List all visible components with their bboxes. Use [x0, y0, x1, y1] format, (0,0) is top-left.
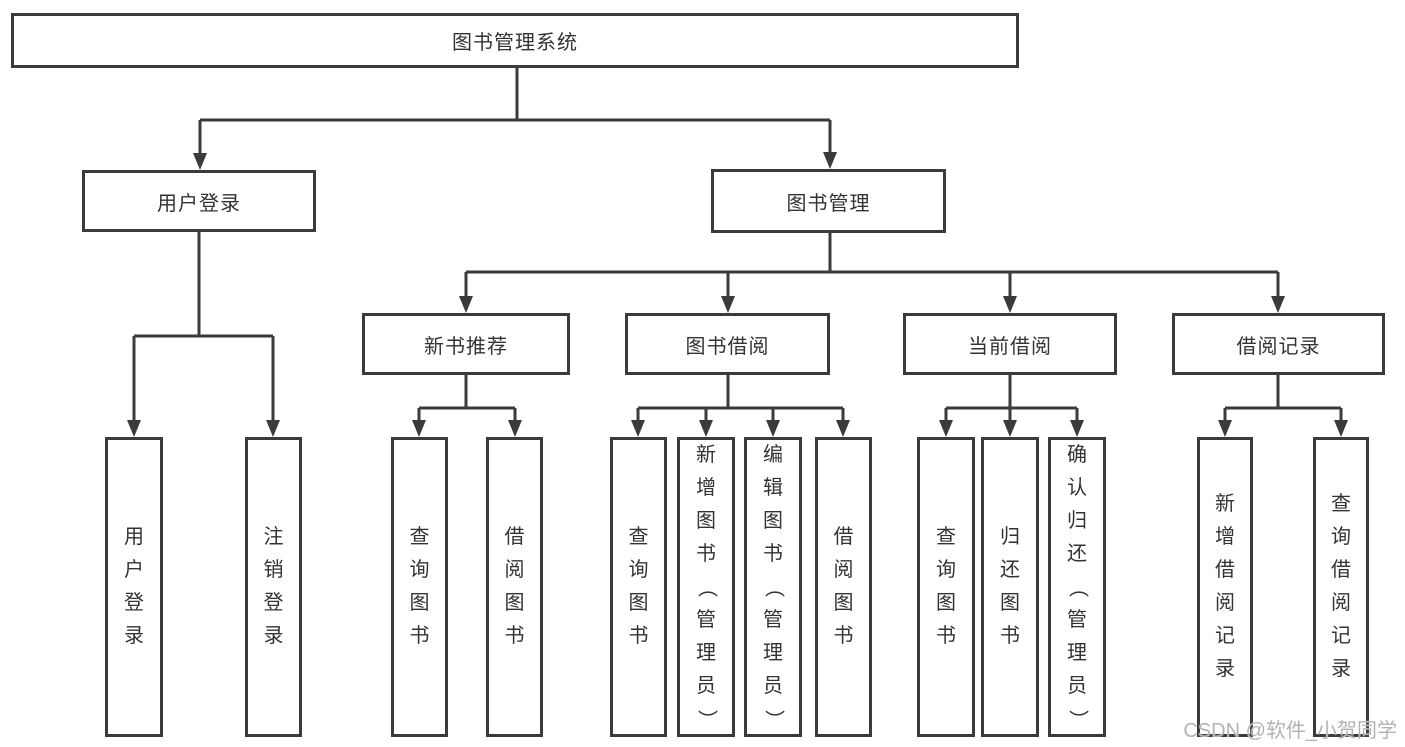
node-new-book-recommend: 新书推荐	[362, 313, 570, 375]
node-current-borrow: 当前借阅	[903, 313, 1117, 375]
node-label: 图书管理系统	[452, 32, 578, 54]
node-book-management: 图书管理	[711, 169, 946, 233]
leaf-add-borrow-record: 新增借阅记录	[1197, 437, 1253, 737]
node-label: 借阅记录	[1236, 335, 1321, 358]
arrowheads	[127, 152, 1348, 437]
node-user-login: 用户登录	[82, 170, 316, 232]
node-label: 新书推荐	[424, 335, 508, 358]
leaf-return-book: 归还图书	[981, 437, 1039, 737]
node-label: 图书借阅	[685, 335, 770, 358]
leaf-edit-book-admin: 编辑图书（管理员）	[744, 437, 802, 737]
leaf-add-book-admin: 新增图书（管理员）	[677, 437, 735, 737]
leaf-borrow-books-1: 借阅图书	[486, 437, 543, 737]
csdn-watermark: CSDN @软件_小贺同学	[1183, 720, 1397, 742]
leaf-query-borrow-record: 查询借阅记录	[1313, 437, 1369, 737]
leaf-confirm-return-admin: 确认归还（管理员）	[1048, 437, 1106, 737]
node-library-management-system: 图书管理系统	[11, 13, 1019, 68]
leaf-query-books-2: 查询图书	[610, 437, 667, 737]
node-label: 当前借阅	[968, 335, 1052, 358]
node-label: 图书管理	[786, 192, 871, 215]
leaf-query-books-3: 查询图书	[917, 437, 975, 737]
node-book-borrow: 图书借阅	[625, 313, 830, 375]
leaf-query-books-1: 查询图书	[391, 437, 448, 737]
leaf-user-login: 用户登录	[105, 437, 163, 737]
node-borrow-records: 借阅记录	[1172, 313, 1385, 375]
node-label: 用户登录	[157, 192, 241, 215]
leaf-borrow-books-2: 借阅图书	[815, 437, 872, 737]
leaf-logout: 注销登录	[245, 437, 302, 737]
